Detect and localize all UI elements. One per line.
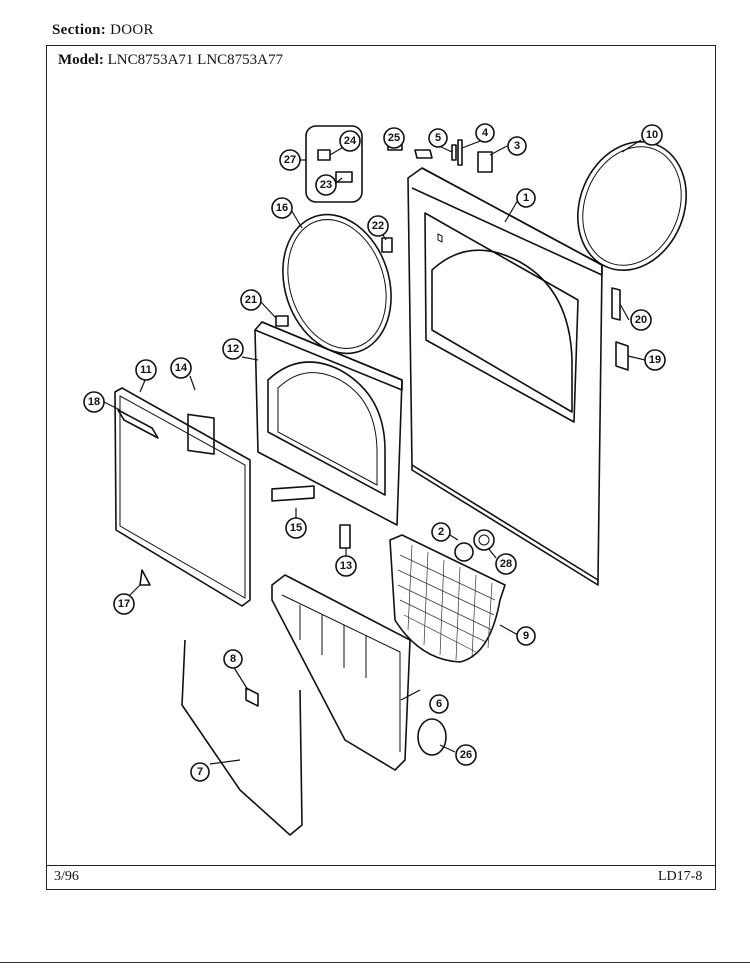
outer-door-panel (407, 167, 603, 586)
callout-leaders (103, 139, 646, 765)
callout-19: 19 (644, 349, 666, 371)
svg-text:3: 3 (514, 140, 520, 152)
callout-12: 12 (222, 338, 244, 360)
callout-13: 13 (335, 555, 357, 577)
callout-6: 6 (429, 694, 449, 714)
svg-text:16: 16 (276, 202, 288, 214)
kit-box-27 (305, 125, 363, 203)
footer-date: 3/96 (54, 869, 79, 884)
part-5 (451, 144, 457, 161)
inner-door-frame (254, 321, 403, 526)
callout-27: 27 (279, 149, 301, 171)
section-label: Section: (52, 22, 107, 38)
callout-16: 16 (271, 197, 293, 219)
part-21 (275, 315, 289, 327)
lint-duct-housing (271, 574, 411, 771)
svg-text:22: 22 (372, 220, 384, 232)
bracket-8 (245, 687, 259, 707)
wire-rod (181, 639, 303, 836)
svg-text:27: 27 (284, 154, 296, 166)
door-handle (117, 409, 159, 439)
callout-24: 24 (339, 130, 361, 152)
callout-7: 7 (190, 762, 210, 782)
callout-14: 14 (170, 357, 192, 379)
callout-3: 3 (507, 136, 527, 156)
callout-9: 9 (516, 626, 536, 646)
section-title: Section: DOOR (52, 22, 154, 39)
svg-text:17: 17 (118, 598, 130, 610)
svg-text:15: 15 (290, 522, 302, 534)
callout-15: 15 (285, 517, 307, 539)
svg-text:1: 1 (523, 192, 529, 204)
trim-strip-15 (271, 485, 315, 502)
callout-8: 8 (223, 649, 243, 669)
hinge-20 (611, 287, 621, 321)
callout-28: 28 (495, 553, 517, 575)
clip-17 (139, 569, 151, 586)
part-22 (381, 237, 393, 253)
model-line: Model: LNC8753A71 LNC8753A77 (58, 52, 283, 69)
gasket-ring-right (577, 140, 687, 272)
grommet-28 (473, 529, 495, 551)
callout-1: 1 (516, 188, 536, 208)
model-value: LNC8753A71 LNC8753A77 (107, 52, 283, 68)
part-4 (457, 139, 463, 166)
callout-22: 22 (367, 215, 389, 237)
svg-text:28: 28 (500, 558, 512, 570)
svg-text:10: 10 (646, 129, 658, 141)
svg-text:9: 9 (523, 630, 529, 642)
diagram-frame (46, 45, 716, 890)
svg-text:26: 26 (460, 749, 472, 761)
callout-10: 10 (641, 124, 663, 146)
gasket-ring-left (282, 213, 392, 355)
svg-text:2: 2 (438, 526, 444, 538)
svg-text:7: 7 (197, 766, 203, 778)
svg-text:18: 18 (88, 396, 100, 408)
svg-text:8: 8 (230, 653, 236, 665)
svg-text:25: 25 (388, 132, 400, 144)
svg-text:11: 11 (140, 364, 152, 376)
lint-screen (389, 534, 506, 663)
model-label: Model: (58, 52, 104, 68)
svg-text:13: 13 (340, 560, 352, 572)
svg-text:19: 19 (649, 354, 661, 366)
svg-text:5: 5 (435, 132, 441, 144)
trim-strip-14 (187, 413, 215, 455)
callout-26: 26 (455, 744, 477, 766)
svg-text:4: 4 (482, 127, 489, 139)
latch-13 (339, 524, 351, 549)
footer-code: LD17-8 (658, 869, 703, 884)
svg-text:24: 24 (344, 135, 357, 147)
part-3 (477, 151, 493, 173)
section-value: DOOR (110, 22, 154, 38)
o-ring-26 (417, 718, 447, 756)
callout-17: 17 (113, 593, 135, 615)
callout-21: 21 (240, 289, 262, 311)
callout-18: 18 (83, 391, 105, 413)
callout-23: 23 (315, 174, 337, 196)
hinge-19 (615, 341, 629, 371)
callout-5: 5 (428, 128, 448, 148)
svg-text:12: 12 (227, 343, 239, 355)
bottom-rule (0, 962, 750, 963)
svg-text:6: 6 (436, 698, 442, 710)
callout-11: 11 (135, 359, 157, 381)
callout-2: 2 (431, 522, 451, 542)
callout-25: 25 (383, 127, 405, 149)
callout-4: 4 (475, 123, 495, 143)
knob-2 (454, 542, 474, 562)
callout-20: 20 (630, 309, 652, 331)
svg-text:21: 21 (245, 294, 257, 306)
svg-text:14: 14 (175, 362, 188, 374)
svg-text:23: 23 (320, 179, 332, 191)
svg-text:20: 20 (635, 314, 647, 326)
footer-divider (46, 865, 716, 866)
inner-door-panel (114, 387, 251, 607)
